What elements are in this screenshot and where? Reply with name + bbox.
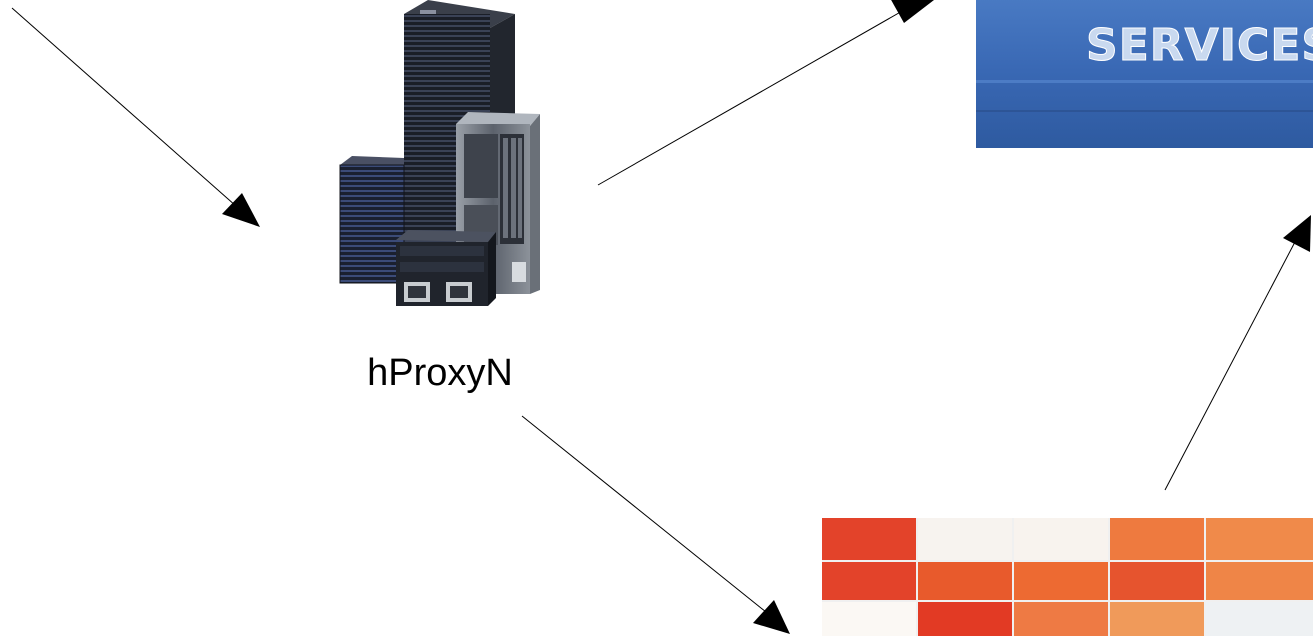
server-rack-icon [339, 0, 540, 306]
services-banner-icon: SERVICES [976, 0, 1313, 148]
edge-incoming-to-proxy [11, 7, 260, 227]
edge-proxy-to-backend [521, 415, 790, 634]
red-tile-grid-icon [822, 518, 1313, 636]
edge-backend-to-services [1164, 215, 1311, 491]
proxy-node-label: hProxyN [367, 352, 513, 394]
edge-proxy-to-services [597, 0, 934, 186]
services-label: SERVICES [1086, 20, 1313, 71]
